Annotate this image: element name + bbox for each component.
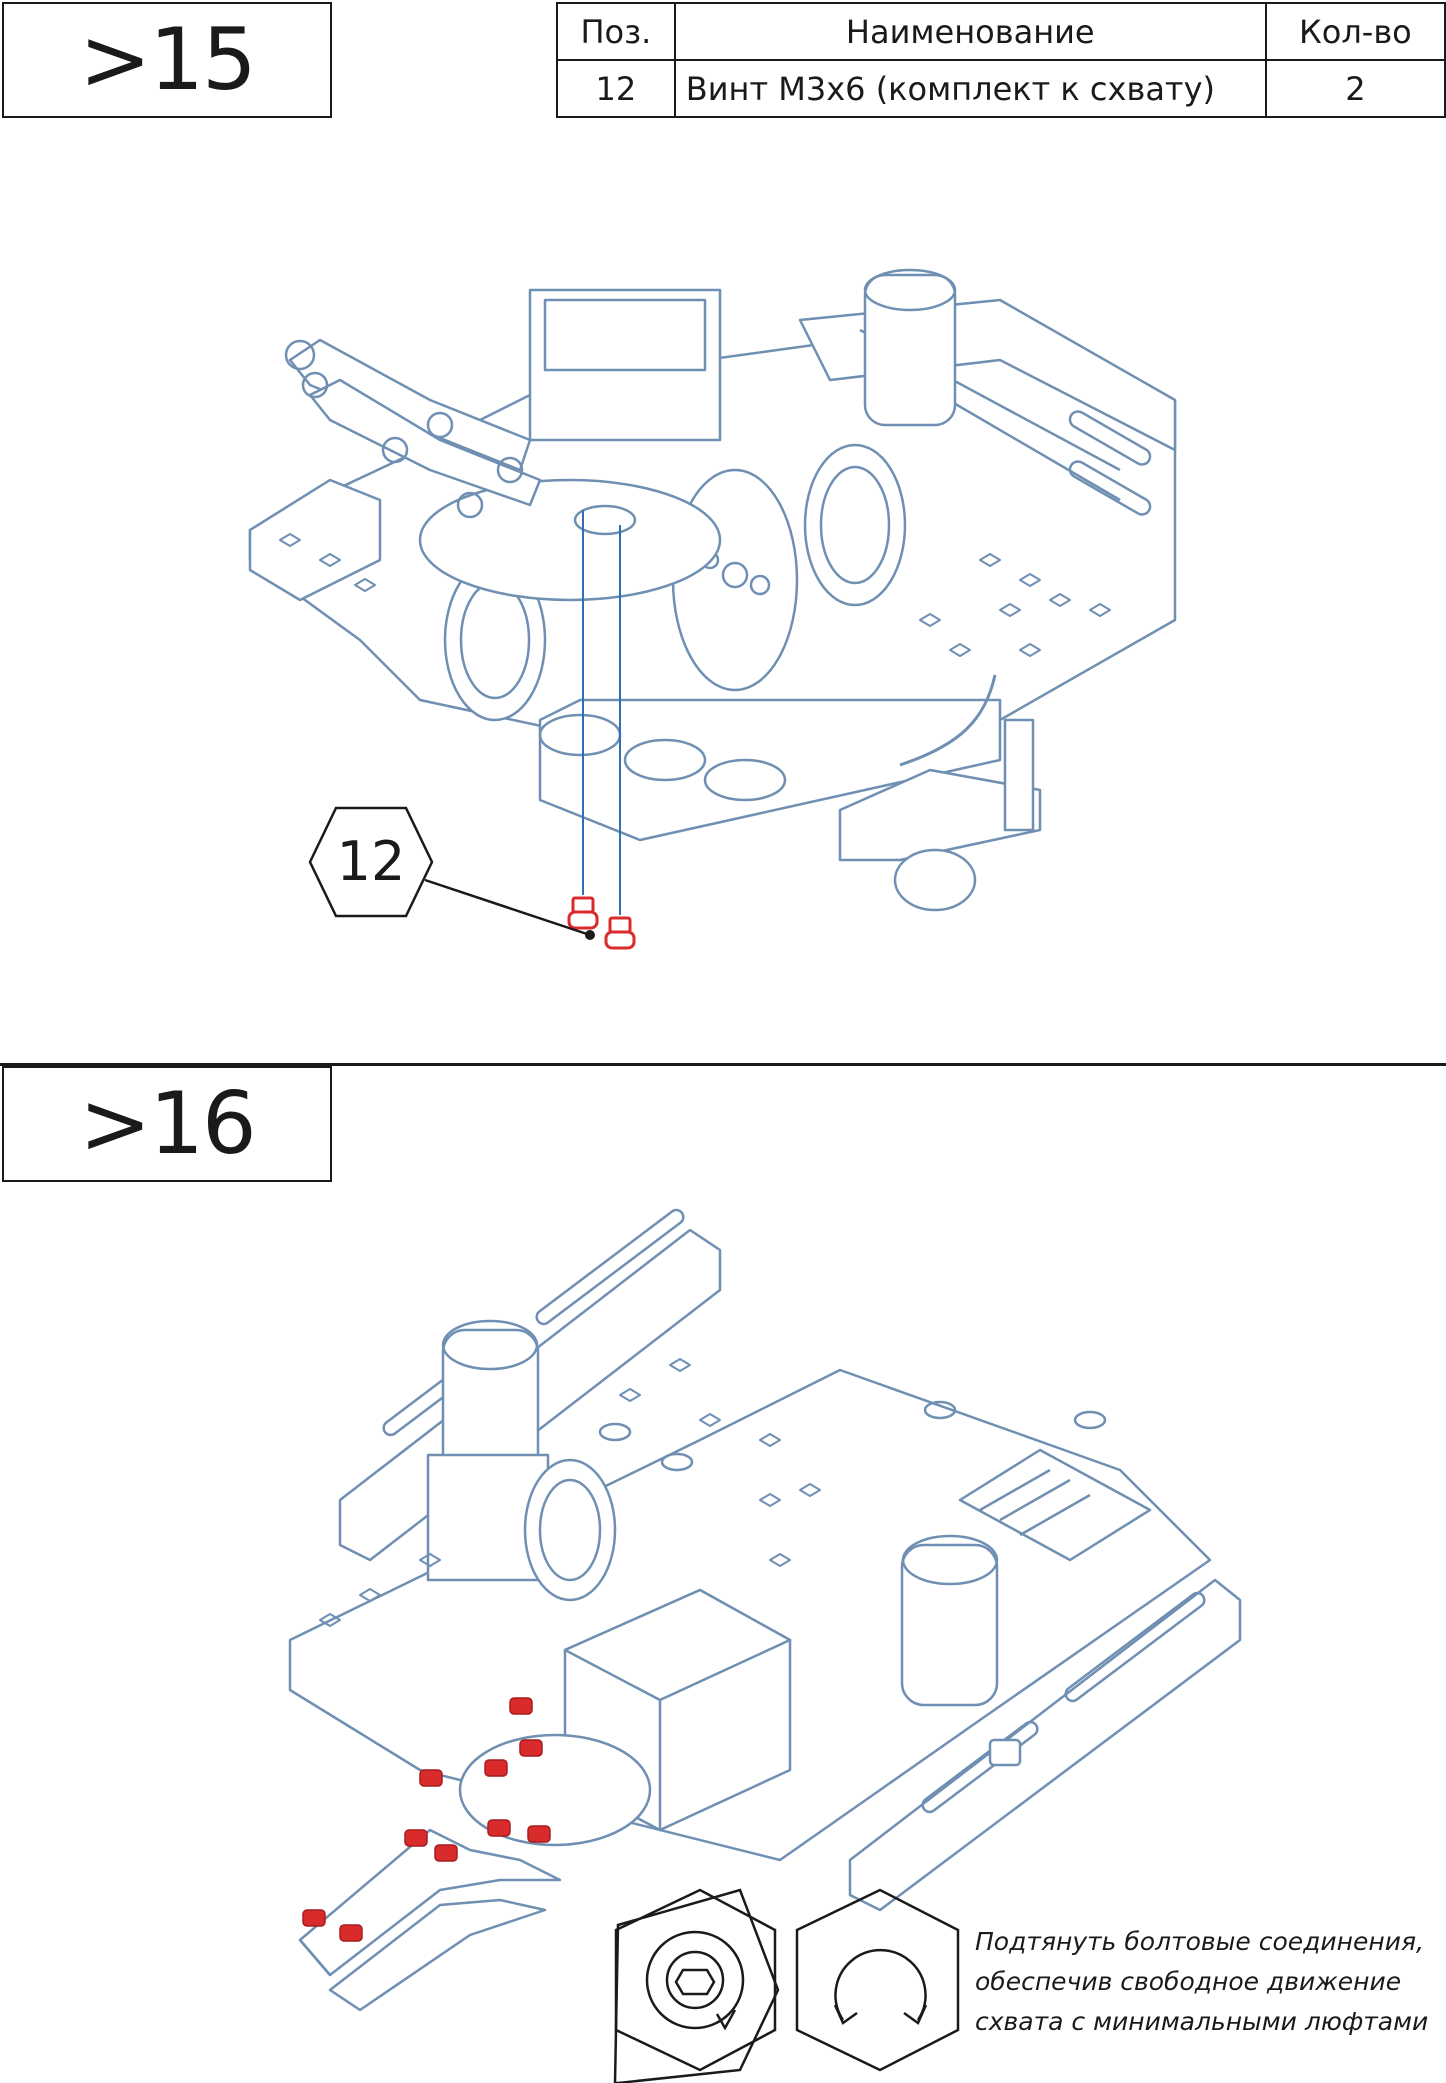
- cell-position: 12: [556, 59, 676, 118]
- tighten-instruction-note: Подтянуть болтовые соединения, обеспечив…: [975, 1922, 1445, 2042]
- col-header-qty: Кол-во: [1264, 2, 1446, 61]
- table-row: 12 Винт M3x6 (комплект к схвату) 2: [556, 59, 1446, 118]
- callout-hexagon: [308, 806, 434, 918]
- col-header-position: Поз.: [556, 2, 676, 61]
- step15-assembly-illustration: [248, 268, 1177, 912]
- callout-leader-dot: [585, 930, 595, 940]
- screw-m3x6-icon: [567, 896, 636, 950]
- callout-leader-line: [424, 878, 591, 937]
- parts-table: Поз. Наименование Кол-во 12 Винт M3x6 (к…: [556, 2, 1446, 118]
- col-header-name: Наименование: [673, 2, 1267, 61]
- screw-guide-lines: [582, 510, 621, 915]
- hex-key-tighten-icon: [613, 1888, 780, 2083]
- parts-table-header: Поз. Наименование Кол-во: [556, 2, 1446, 61]
- rotate-arrows-icon: [795, 1888, 960, 2072]
- callout-part-number: 12: [336, 830, 406, 893]
- note-line-2: обеспечив свободное движение: [975, 1967, 1402, 1996]
- cell-name: Винт M3x6 (комплект к схвату): [673, 59, 1267, 118]
- note-line-3: схвата с минимальными люфтами: [975, 2007, 1429, 2036]
- step16-assembly-illustration: [288, 1208, 1242, 2012]
- section-divider: [0, 1063, 1446, 1066]
- cell-qty: 2: [1264, 59, 1446, 118]
- gripper-nuts-highlight: [302, 1697, 551, 1942]
- step-16-number: >16: [2, 1066, 332, 1182]
- note-line-1: Подтянуть болтовые соединения,: [975, 1927, 1424, 1956]
- step-15-number: >15: [2, 2, 332, 118]
